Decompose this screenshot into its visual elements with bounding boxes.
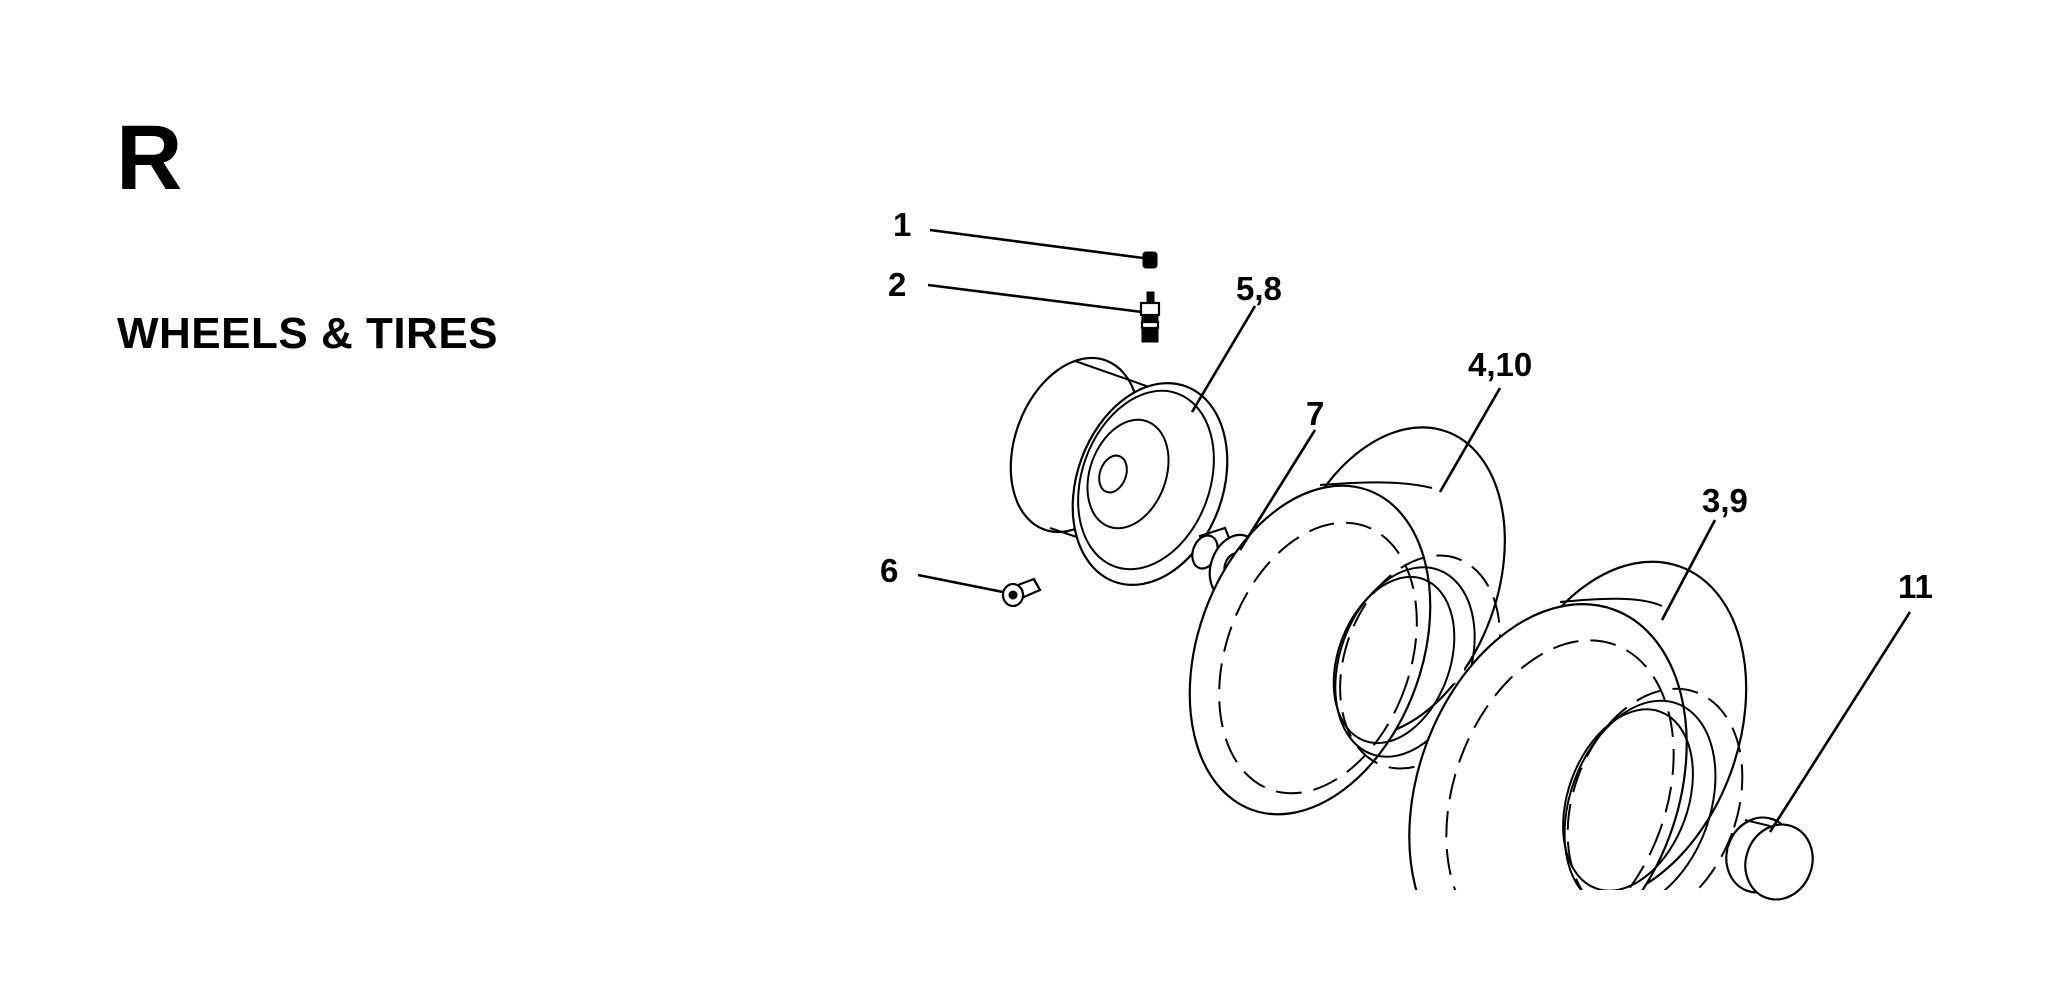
valve-stem-part <box>1139 291 1161 343</box>
leader-line-2 <box>927 283 1143 314</box>
section-letter: R <box>116 107 183 209</box>
hub-cap-part <box>1725 816 1814 901</box>
screw-part <box>1001 577 1042 608</box>
leader-line-4-10 <box>1438 387 1502 493</box>
callout-label-6: 6 <box>880 552 898 589</box>
valve-cap-part <box>1142 251 1158 269</box>
callout-label-7: 7 <box>1306 395 1324 432</box>
leader-line-7 <box>1238 429 1317 551</box>
callout-label-3-9: 3,9 <box>1702 482 1748 519</box>
leader-line-1 <box>929 228 1144 260</box>
leader-line-6 <box>917 573 1004 594</box>
callout-label-2: 2 <box>888 266 906 303</box>
leader-line-5-8 <box>1190 305 1257 413</box>
callout-label-5-8: 5,8 <box>1236 270 1282 307</box>
callout-label-4-10: 4,10 <box>1468 346 1532 383</box>
rear-tire-part <box>1380 560 1780 993</box>
wheel-rim-part <box>1009 356 1229 586</box>
leader-line-11 <box>1768 611 1912 833</box>
leader-line-3-9 <box>1660 519 1717 621</box>
callout-label-1: 1 <box>893 206 911 243</box>
front-tire-part <box>1188 426 1506 816</box>
callout-label-11: 11 <box>1898 568 1933 605</box>
section-title: WHEELS & TIRES <box>117 309 499 358</box>
